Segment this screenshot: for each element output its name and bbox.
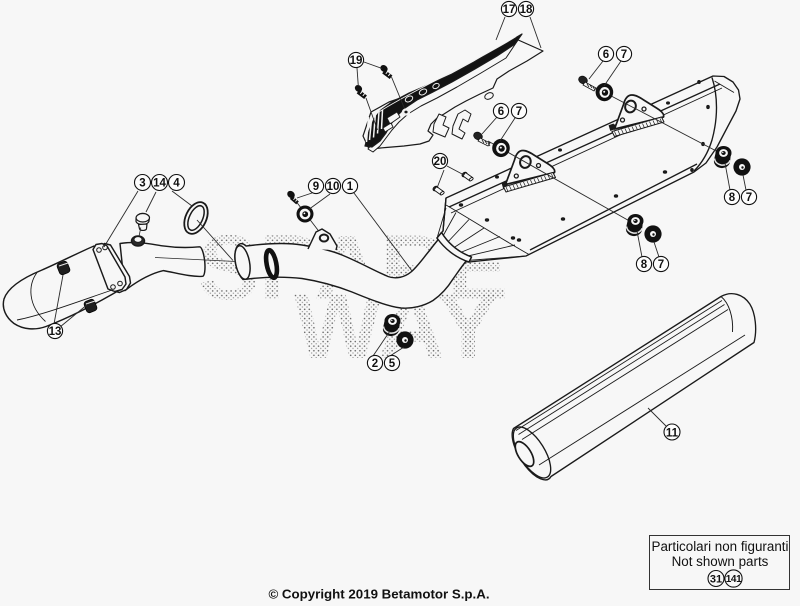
svg-text:9: 9	[313, 181, 319, 193]
svg-text:7: 7	[746, 192, 752, 204]
svg-text:3: 3	[139, 178, 145, 190]
svg-text:19: 19	[350, 55, 363, 67]
svg-text:141: 141	[726, 574, 742, 585]
svg-text:11: 11	[666, 427, 679, 439]
svg-text:7: 7	[516, 106, 522, 118]
svg-text:8: 8	[729, 192, 736, 204]
svg-text:7: 7	[658, 259, 664, 271]
svg-text:10: 10	[327, 181, 340, 193]
svg-text:4: 4	[173, 178, 180, 190]
svg-text:17: 17	[503, 4, 516, 16]
svg-text:13: 13	[49, 326, 62, 338]
svg-text:8: 8	[641, 259, 648, 271]
svg-text:6: 6	[603, 49, 609, 61]
svg-text:© Copyright 2019 Betamotor S.p: © Copyright 2019 Betamotor S.p.A.	[268, 587, 489, 602]
svg-text:Not shown parts: Not shown parts	[672, 554, 769, 569]
svg-text:2: 2	[372, 358, 378, 370]
svg-text:18: 18	[520, 4, 533, 16]
svg-text:14: 14	[153, 178, 166, 190]
svg-text:Particolari non figuranti: Particolari non figuranti	[652, 539, 789, 554]
svg-text:31: 31	[710, 574, 722, 586]
svg-text:1: 1	[347, 181, 354, 193]
svg-text:5: 5	[389, 358, 396, 370]
svg-text:6: 6	[498, 106, 504, 118]
svg-text:7: 7	[621, 49, 627, 61]
svg-text:20: 20	[434, 156, 447, 168]
